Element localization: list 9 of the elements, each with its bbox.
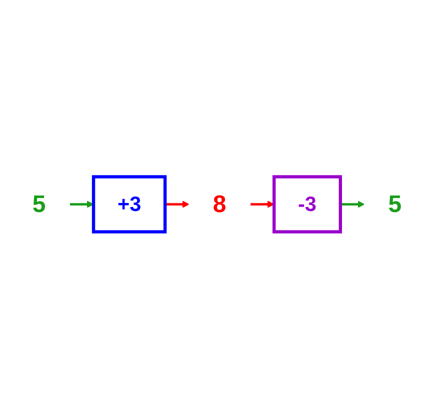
arrow: [250, 201, 274, 208]
node-box: +3: [92, 175, 167, 234]
node-text: 8: [212, 191, 226, 218]
arrow: [70, 201, 94, 208]
node-text: 5: [32, 191, 46, 218]
arrow: [340, 201, 365, 208]
node-text: 5: [388, 191, 402, 218]
arrow: [165, 201, 190, 208]
node-box: -3: [272, 175, 342, 234]
